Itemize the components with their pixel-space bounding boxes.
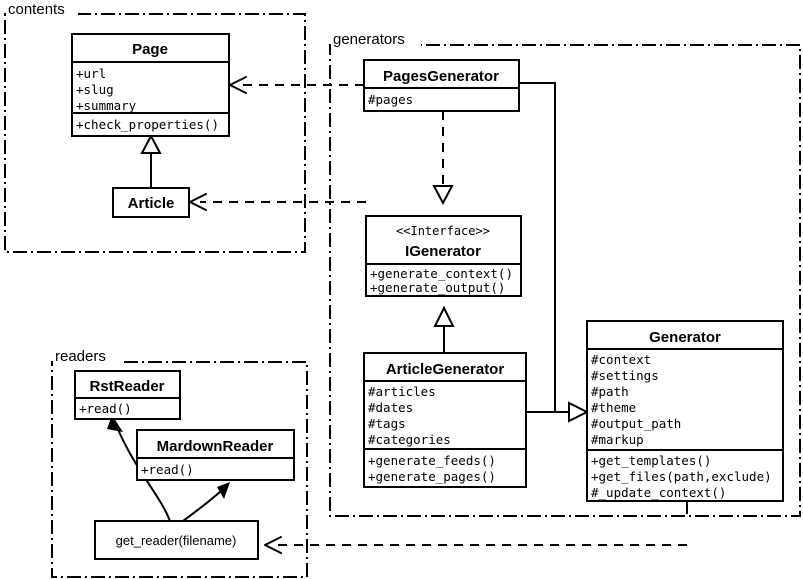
class-page-attribute: +url (76, 66, 106, 81)
class-igenerator-title: IGenerator (405, 243, 481, 260)
edge-get-reader-creates-mdreader (182, 482, 230, 522)
edge-articlegen-igen-arrowhead (433, 305, 455, 327)
edge-pagesgen-realizes-igenerator (432, 111, 454, 206)
edge-generator-arrowhead (568, 401, 590, 423)
class-generator-attribute: #output_path (591, 416, 681, 431)
package-generators-border (329, 44, 801, 517)
edge-pagesgen-igen-arrowhead (432, 185, 454, 206)
class-generator-box[interactable] (586, 320, 784, 502)
class-generator-method: #_update_context() (591, 485, 726, 500)
class-igenerator[interactable]: <<Interface>> IGenerator +generate_conte… (365, 215, 522, 297)
class-generator-attribute: #path (591, 384, 629, 399)
class-generator-title: Generator (649, 329, 721, 346)
edge-getreader-mdreader-arrowhead (217, 482, 230, 499)
class-rst-reader-box[interactable] (74, 370, 181, 420)
package-generators-label-bg (331, 36, 421, 53)
package-readers-label-bg (53, 353, 121, 370)
edge-getreader-mdreader-curve (182, 489, 223, 522)
class-generator-attribute: #settings (591, 368, 659, 383)
class-mardown-reader[interactable]: MardownReader +read() (136, 429, 295, 481)
class-article-generator-attribute: #dates (368, 400, 413, 415)
class-rst-reader-title: RstReader (89, 378, 164, 395)
edge-pagesgen-generator-line (519, 82, 556, 412)
class-article-generator-title: ArticleGenerator (386, 361, 505, 378)
class-article-generator-attribute: #tags (368, 416, 406, 431)
class-article[interactable]: Article (112, 187, 190, 218)
edge-generator-getreader-arrowhead (264, 536, 282, 554)
class-igenerator-stereotype: <<Interface>> (396, 224, 490, 238)
class-article-title: Article (128, 195, 175, 212)
class-article-box[interactable] (112, 187, 190, 218)
class-article-generator-attribute: #categories (368, 432, 451, 447)
class-igenerator-box[interactable] (365, 215, 522, 297)
package-contents-label-bg (6, 6, 78, 23)
class-article-generator-method: +generate_feeds() (368, 453, 496, 468)
class-igenerator-method: +generate_context() (370, 266, 513, 281)
class-igenerator-method: +generate_output() (370, 280, 505, 295)
edge-generators-inherit-generator (519, 82, 590, 423)
package-generators: generators (329, 31, 801, 517)
class-article-generator-box[interactable] (363, 352, 527, 488)
class-generator[interactable]: Generator #context #settings #path #them… (586, 320, 784, 502)
class-generator-attribute: #theme (591, 400, 636, 415)
class-mardown-reader-box[interactable] (136, 429, 295, 481)
class-page-attribute: +summary (76, 98, 137, 113)
class-generator-attribute: #context (591, 352, 651, 367)
package-readers: readers (51, 348, 308, 578)
class-rst-reader[interactable]: RstReader +read() (74, 370, 181, 420)
package-contents-label: contents (8, 1, 65, 18)
class-pages-generator-box[interactable] (363, 59, 520, 112)
function-get-reader-box[interactable] (94, 520, 259, 560)
class-article-generator-method: +generate_pages() (368, 469, 496, 484)
edge-generator-depends-get-reader (264, 501, 688, 554)
class-pages-generator-attribute: #pages (368, 92, 413, 107)
package-contents-border (4, 13, 306, 253)
class-page-attribute: +slug (76, 82, 114, 97)
class-generator-method: +get_templates() (591, 453, 711, 468)
edge-generators-depends-article (189, 193, 366, 211)
class-page-method: +check_properties() (76, 117, 219, 132)
class-pages-generator-title: PagesGenerator (383, 68, 499, 85)
edge-articlegen-realizes-igenerator (433, 305, 455, 353)
class-rst-reader-method: +read() (79, 401, 132, 416)
class-mardown-reader-title: MardownReader (157, 438, 274, 455)
class-mardown-reader-method: +read() (141, 462, 194, 477)
package-readers-label: readers (55, 348, 106, 365)
package-contents: contents (4, 1, 306, 253)
class-generator-attribute: #markup (591, 432, 644, 447)
edge-pagesgen-depends-page (229, 76, 364, 94)
class-generator-method: +get_files(path,exclude) (591, 469, 772, 484)
function-get-reader-label: get_reader(filename) (116, 533, 237, 548)
edge-article-inherits-page (140, 133, 162, 188)
edge-article-page-arrowhead (140, 133, 162, 154)
package-readers-border (51, 361, 308, 578)
class-page-title: Page (132, 41, 168, 58)
package-generators-label: generators (333, 31, 405, 48)
class-article-generator[interactable]: ArticleGenerator #articles #dates #tags … (363, 352, 527, 488)
class-page[interactable]: Page +url +slug +summary +check_properti… (71, 33, 230, 137)
class-page-box[interactable] (71, 33, 230, 137)
function-get-reader[interactable]: get_reader(filename) (94, 520, 259, 560)
class-article-generator-attribute: #articles (368, 384, 436, 399)
class-pages-generator[interactable]: PagesGenerator #pages (363, 59, 520, 112)
